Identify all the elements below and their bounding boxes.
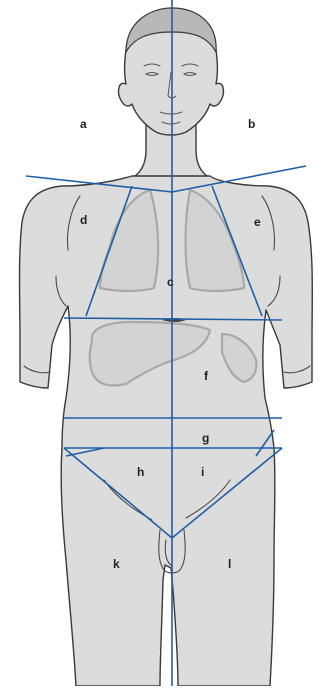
region-label-h: h [137, 465, 144, 479]
region-label-e: e [254, 215, 261, 229]
region-label-l: l [228, 557, 231, 571]
region-label-c: c [167, 275, 174, 289]
region-label-a: a [80, 117, 87, 131]
torso-and-legs [20, 176, 313, 686]
region-label-k: k [113, 557, 120, 571]
region-label-g: g [202, 431, 209, 445]
region-label-d: d [80, 213, 87, 227]
region-label-b: b [248, 117, 255, 131]
region-label-i: i [201, 465, 204, 479]
